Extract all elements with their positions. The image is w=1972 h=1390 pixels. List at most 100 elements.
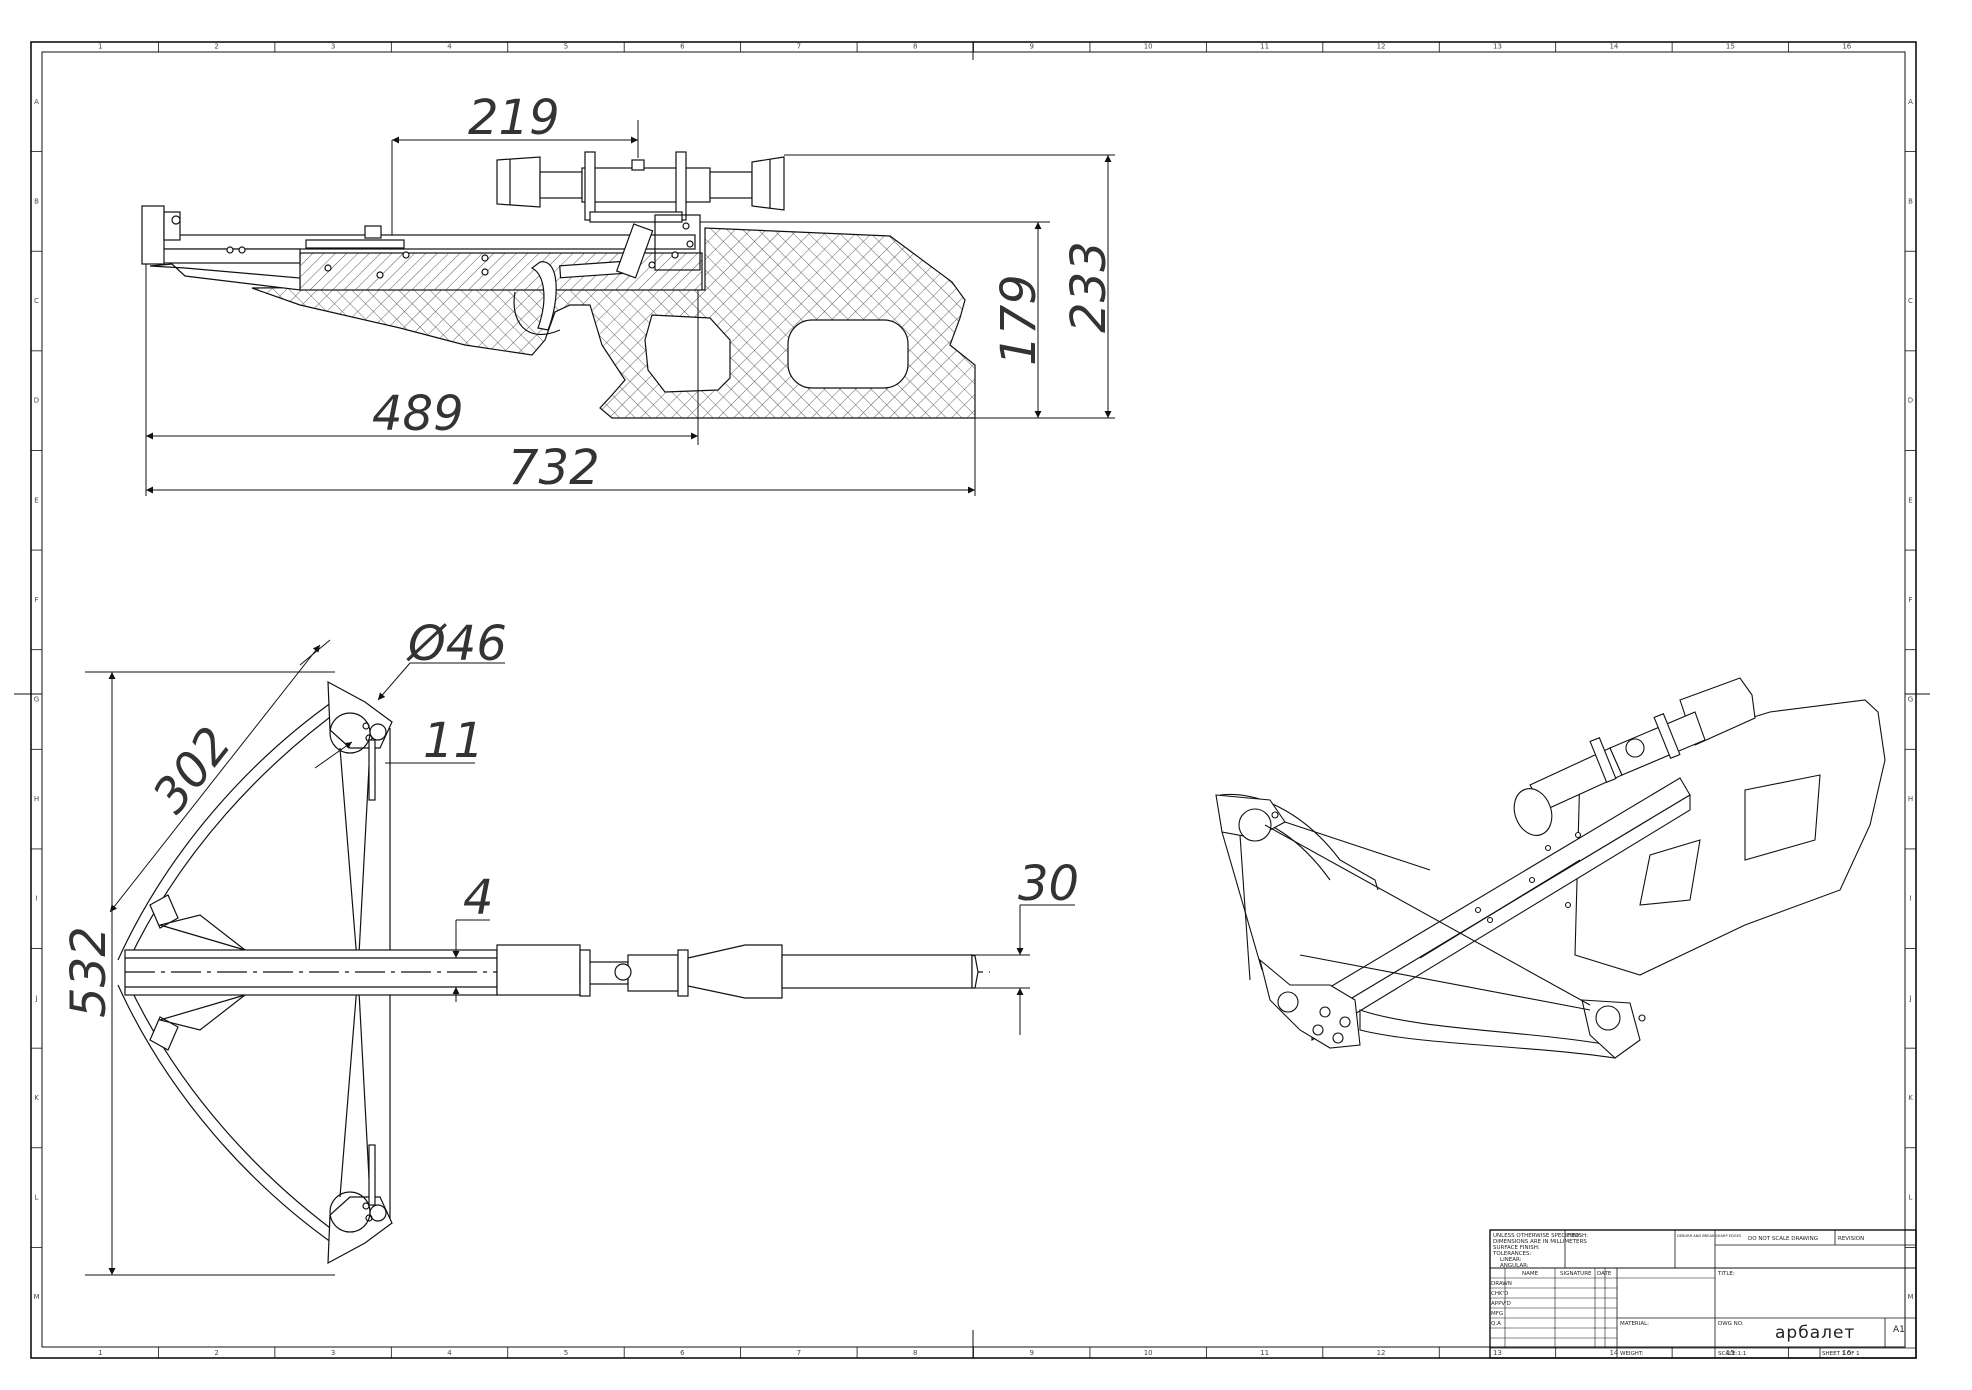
isometric-view (1215, 677, 1886, 1059)
zone-column-label: 12 (1377, 1349, 1386, 1357)
zone-row-label: B (34, 197, 39, 205)
tb-material-label: MATERIAL: (1620, 1321, 1649, 1327)
dim-11: 11 (423, 713, 484, 769)
zone-column-label: 10 (1144, 1349, 1153, 1357)
zone-column-label: 3 (331, 43, 335, 51)
tb-note-5: LINEAR: (1500, 1257, 1522, 1263)
zone-row-label: C (1908, 297, 1913, 305)
zone-column-label: 6 (680, 43, 685, 51)
zone-row-label: J (34, 994, 37, 1002)
zone-column-label: 5 (564, 43, 568, 51)
zone-column-label: 4 (447, 43, 452, 51)
grip-window-front (644, 314, 731, 393)
tb-row-qa: Q.A (1491, 1321, 1501, 1327)
tb-row-approved: APPV'D (1491, 1301, 1511, 1307)
dim-179: 179 (991, 274, 1047, 366)
tb-row-checked: CHK'D (1491, 1291, 1508, 1297)
zone-column-label: 13 (1493, 1349, 1502, 1357)
zone-row-label: H (34, 795, 39, 803)
tb-finish-label: FINISH: (1568, 1233, 1588, 1239)
zone-row-label: E (34, 496, 38, 504)
dim-489: 489 (372, 386, 464, 442)
tb-col-signature: SIGNATURE (1560, 1271, 1592, 1277)
zone-row-label: F (1908, 596, 1912, 604)
zone-column-label: 9 (1029, 1349, 1033, 1357)
zone-row-label: G (1908, 696, 1913, 704)
zone-row-label: B (1908, 197, 1913, 205)
zone-column-label: 1 (98, 43, 102, 51)
zone-column-label: 6 (680, 1349, 685, 1357)
zone-row-label: L (1909, 1194, 1913, 1202)
zone-column-label: 11 (1260, 1349, 1269, 1357)
zone-row-label: D (34, 397, 39, 405)
tb-row-mfg: MFG (1491, 1311, 1503, 1317)
tb-scale-label: SCALE:1:1 (1718, 1351, 1746, 1357)
zone-column-label: 13 (1493, 43, 1502, 51)
zone-column-label: 16 (1842, 43, 1851, 51)
side-view-dimensions (145, 120, 1115, 496)
sheet-size: A1 (1893, 1325, 1905, 1335)
tb-row-drawn: DRAWN (1491, 1281, 1512, 1287)
zone-row-label: I (35, 895, 37, 903)
rail-side (141, 205, 696, 291)
zone-column-label: 7 (797, 43, 801, 51)
zone-column-label: 16 (1842, 1349, 1851, 1357)
tb-deburr-label: DEBURR AND BREAK SHARP EDGES (1677, 1234, 1742, 1238)
zone-row-label: M (1907, 1293, 1913, 1301)
zone-row-label: J (1908, 994, 1911, 1002)
part-name: арбалет (1775, 1323, 1855, 1343)
zone-column-label: 14 (1609, 43, 1618, 51)
tb-col-name: NAME (1522, 1271, 1539, 1277)
top-view (117, 680, 990, 1265)
zone-column-label: 5 (564, 1349, 568, 1357)
zone-column-label: 8 (913, 43, 917, 51)
zone-row-label: K (34, 1094, 39, 1102)
zone-column-label: 2 (214, 43, 218, 51)
trigger (530, 261, 557, 331)
grip-window-rear (787, 319, 909, 389)
tb-note-2: DIMENSIONS ARE IN MILLIMETERS (1493, 1239, 1587, 1245)
zone-row-label: D (1908, 397, 1913, 405)
dim-30: 30 (1018, 856, 1079, 912)
trigger-guard (513, 291, 561, 336)
zone-row-label: M (33, 1293, 39, 1301)
title-block-text: UNLESS OTHERWISE SPECIFIED: DIMENSIONS A… (1491, 1233, 1905, 1357)
zone-column-label: 3 (331, 1349, 335, 1357)
zone-row-label: A (1908, 98, 1913, 106)
dim-219: 219 (468, 90, 560, 146)
zone-column-label: 2 (214, 1349, 218, 1357)
dim-4: 4 (463, 870, 494, 926)
zone-column-label: 15 (1726, 43, 1735, 51)
zone-column-label: 11 (1260, 43, 1269, 51)
zone-column-markers: 1122334455667788991010111112121313141415… (98, 42, 1852, 1358)
zone-column-label: 8 (913, 1349, 917, 1357)
tb-dwg-no-label: DWG NO. (1718, 1321, 1744, 1327)
zone-row-label: E (1908, 496, 1912, 504)
zone-row-label: G (34, 696, 39, 704)
scope-side (496, 151, 785, 223)
side-view (141, 151, 976, 419)
zone-column-label: 15 (1726, 1349, 1735, 1357)
zone-column-label: 4 (447, 1349, 452, 1357)
dim-diameter-46: Ø46 (406, 616, 507, 672)
zone-column-label: 9 (1029, 43, 1033, 51)
tb-sheet-label: SHEET 1 OF 1 (1822, 1351, 1860, 1357)
top-view-dimensions (85, 639, 1075, 1276)
dim-233: 233 (1061, 241, 1117, 333)
zone-row-label: A (34, 98, 39, 106)
zone-row-label: L (35, 1194, 39, 1202)
tb-note-1: UNLESS OTHERWISE SPECIFIED: (1493, 1233, 1581, 1239)
tb-no-scale-label: DO NOT SCALE DRAWING (1748, 1236, 1818, 1242)
tb-note-3: SURFACE FINISH: (1493, 1245, 1540, 1251)
dim-302: 302 (142, 717, 243, 824)
tb-title-label: TITLE: (1717, 1271, 1735, 1277)
tb-weight-label: WEIGHT: (1620, 1351, 1644, 1357)
zone-row-label: I (1909, 895, 1911, 903)
dim-532: 532 (61, 926, 117, 1018)
zone-column-label: 14 (1609, 1349, 1618, 1357)
zone-column-label: 7 (797, 1349, 801, 1357)
tb-col-date: DATE (1597, 1271, 1612, 1277)
zone-row-label: K (1908, 1094, 1913, 1102)
